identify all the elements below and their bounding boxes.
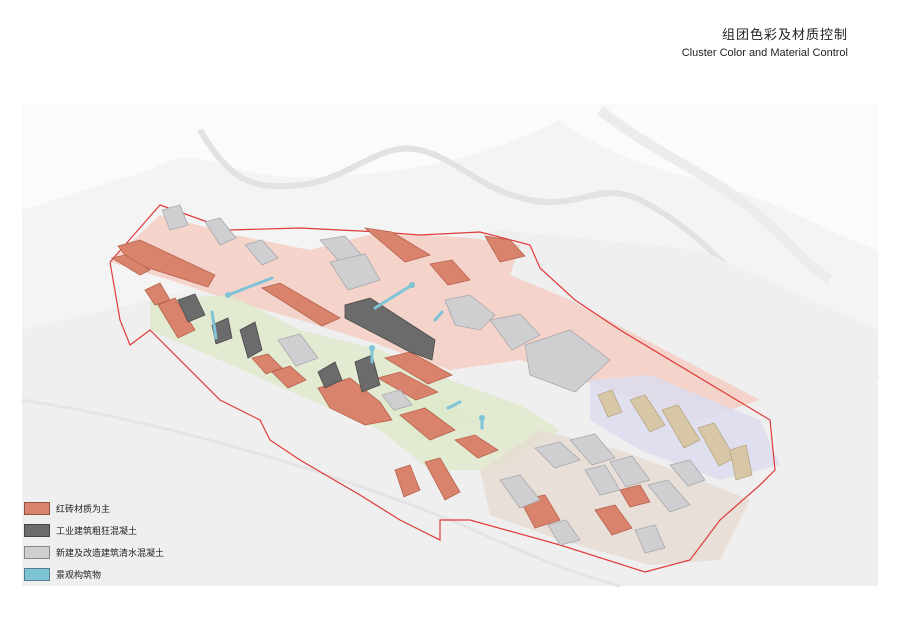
industrial-building bbox=[354, 354, 381, 393]
terrain-hills bbox=[22, 104, 878, 250]
concrete-building bbox=[547, 519, 581, 546]
landscape-bridge bbox=[373, 283, 414, 310]
concrete-building bbox=[524, 329, 611, 393]
tan-buildings bbox=[597, 389, 753, 481]
landscape-node bbox=[479, 415, 485, 421]
title-chinese: 组团色彩及材质控制 bbox=[721, 28, 848, 43]
landscape-node bbox=[409, 282, 415, 288]
legend-label: 工业建筑粗狂混凝土 bbox=[56, 527, 138, 537]
brick-building bbox=[271, 365, 307, 389]
brick-building bbox=[363, 227, 431, 263]
brick-building bbox=[394, 464, 421, 498]
brick-swatch-icon bbox=[24, 502, 50, 515]
landscape-bridge bbox=[226, 276, 274, 297]
legend: 红砖材质为主 工业建筑粗狂混凝土 新建及改造建筑清水混凝土 景观构筑物 bbox=[24, 502, 164, 590]
title-english: Cluster Color and Material Control bbox=[681, 47, 848, 59]
brick-building bbox=[619, 484, 651, 508]
brick-building bbox=[261, 282, 341, 327]
concrete-building bbox=[204, 217, 237, 246]
brick-building bbox=[429, 259, 471, 286]
legend-item-brick: 红砖材质为主 bbox=[24, 502, 164, 515]
concrete-buildings bbox=[161, 204, 706, 554]
legend-label: 景观构筑物 bbox=[56, 571, 102, 581]
concrete-building bbox=[609, 455, 651, 488]
concrete-building bbox=[489, 313, 541, 351]
concrete-building bbox=[669, 459, 706, 487]
industrial-building bbox=[344, 297, 436, 361]
terrain-ridge bbox=[596, 106, 833, 285]
concrete-building bbox=[329, 253, 381, 291]
site-boundary bbox=[109, 204, 776, 573]
tan-building bbox=[661, 404, 701, 449]
concrete-building bbox=[244, 239, 279, 266]
brick-building bbox=[251, 353, 283, 375]
brick-building bbox=[157, 297, 196, 339]
brick-building bbox=[317, 377, 393, 426]
brick-building bbox=[110, 254, 151, 276]
concrete-building bbox=[569, 433, 616, 466]
landscape-swatch-icon bbox=[24, 568, 50, 581]
landscape-nodes bbox=[225, 282, 485, 421]
concrete-swatch-icon bbox=[24, 546, 50, 559]
brick-building bbox=[484, 235, 526, 263]
industrial-building bbox=[239, 321, 263, 359]
concrete-building bbox=[277, 333, 319, 367]
tan-building bbox=[629, 394, 666, 433]
road-line bbox=[21, 398, 621, 588]
brick-building bbox=[594, 504, 633, 536]
concrete-building bbox=[499, 474, 541, 509]
industrial-buildings bbox=[177, 293, 436, 393]
legend-item-industrial: 工业建筑粗狂混凝土 bbox=[24, 524, 164, 537]
landscape-bridge bbox=[446, 400, 462, 410]
brick-building bbox=[376, 371, 439, 401]
legend-label: 红砖材质为主 bbox=[56, 505, 111, 515]
industrial-swatch-icon bbox=[24, 524, 50, 537]
landscape-node bbox=[225, 292, 231, 298]
brick-building bbox=[454, 434, 499, 459]
concrete-building bbox=[444, 294, 496, 331]
brick-buildings bbox=[110, 227, 651, 536]
zone-beige bbox=[480, 430, 750, 565]
legend-item-landscape: 景观构筑物 bbox=[24, 568, 164, 581]
tan-building bbox=[597, 389, 623, 418]
brick-building bbox=[424, 457, 461, 501]
tan-building bbox=[729, 444, 753, 481]
concrete-building bbox=[634, 524, 666, 554]
concrete-building bbox=[534, 441, 581, 469]
title-block: 组团色彩及材质控制 Cluster Color and Material Con… bbox=[682, 24, 848, 59]
concrete-building bbox=[381, 389, 413, 411]
landscape-post bbox=[210, 310, 218, 340]
concrete-building bbox=[584, 464, 621, 496]
industrial-building bbox=[317, 361, 343, 389]
legend-item-concrete: 新建及改造建筑清水混凝土 bbox=[24, 546, 164, 559]
landscape-structures bbox=[210, 276, 484, 430]
brick-building bbox=[399, 407, 456, 441]
brick-building bbox=[383, 351, 453, 385]
concrete-building bbox=[647, 479, 691, 513]
landscape-node bbox=[369, 345, 375, 351]
industrial-building bbox=[177, 293, 206, 323]
legend-label: 新建及改造建筑清水混凝土 bbox=[56, 549, 165, 559]
landscape-bridge bbox=[433, 310, 444, 322]
concrete-building bbox=[161, 204, 189, 231]
